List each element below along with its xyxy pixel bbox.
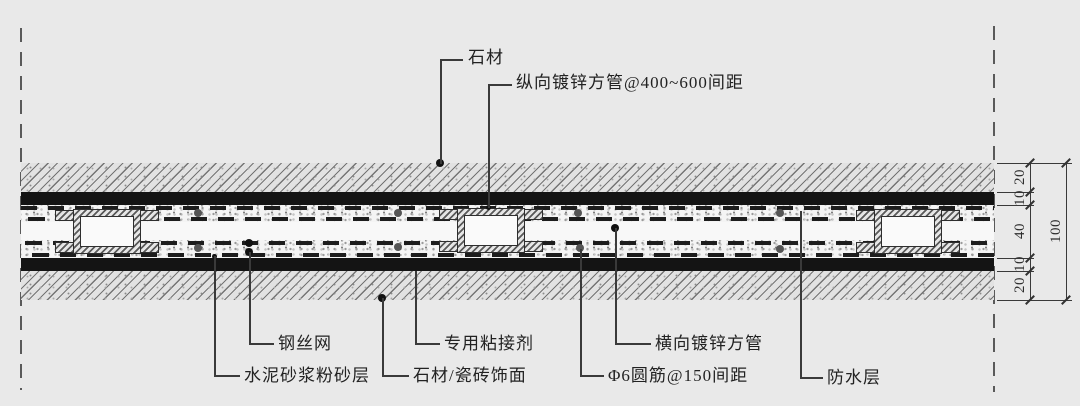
tube-flange [941,242,960,253]
dim-extension-line [997,205,1034,206]
dim-extension-line [997,258,1034,259]
label-stone: 石材 [468,48,504,67]
leader-line [615,343,651,345]
steel-bar-dot [576,244,584,252]
square-tube-bore [464,215,518,246]
leader-line [249,252,251,344]
steel-bar-dot [394,209,402,217]
tube-flange [856,210,875,221]
break-line-right [993,26,995,392]
dim-extension-line [997,271,1034,272]
tube-flange [524,209,543,220]
square-tube-section [457,208,525,253]
label-wire-mesh: 钢丝网 [278,334,332,353]
tube-flange [524,241,543,252]
tube-flange [55,242,74,253]
steel-bar-dot [194,244,202,252]
square-tube-bore [881,216,935,247]
leader-dot [245,239,253,247]
label-longitudinal-tube: 纵向镀锌方管@400~600间距 [516,73,744,92]
tube-flange [140,210,159,221]
label-adhesive: 专用粘接剂 [444,334,534,353]
square-tube-bore [80,216,134,247]
leader-line [440,59,463,61]
leader-line [488,84,512,86]
leader-line [415,271,417,344]
dim-extension-line [997,300,1072,301]
dim-line-total [1066,163,1067,300]
leader-line [488,84,490,208]
stone-finish-layer-bottom [21,271,994,300]
dim-extension-line [997,192,1034,193]
leader-line [800,377,823,379]
leader-line [580,375,604,377]
dim-extension-line [997,163,1072,164]
label-waterproof: 防水层 [827,368,881,387]
leader-line [214,375,240,377]
steel-bar-dot [394,243,402,251]
leader-line [382,375,409,377]
tube-flange [140,242,159,253]
tube-flange [941,210,960,221]
tube-flange [55,210,74,221]
dim-line-segments [1030,163,1031,300]
tube-flange [439,209,458,220]
tube-flange [439,241,458,252]
wire-mesh-dashes [21,253,994,257]
leader-line [440,59,442,164]
steel-bar-dot [776,245,784,253]
leader-line [415,343,440,345]
label-round-bar: Φ6圆筋@150间距 [608,366,749,385]
leader-line [214,256,216,376]
steel-bar-dot [194,209,202,217]
leader-line [249,343,274,345]
leader-line [800,211,802,378]
adhesive-band-top [21,192,994,205]
steel-bar-dot [776,209,784,217]
square-tube-section [874,209,942,254]
leader-line [615,228,617,344]
leader-line [382,298,384,376]
adhesive-band-bottom [21,258,994,271]
dim-value: 20 [1011,277,1028,293]
square-tube-section [73,209,141,254]
tube-flange [856,242,875,253]
label-transverse-tube: 横向镀锌方管 [655,334,763,353]
label-cement-mortar: 水泥砂浆粉砂层 [244,366,370,385]
label-stone-tile-finish: 石材/瓷砖饰面 [413,366,527,385]
leader-line [580,249,582,376]
dim-value-total: 100 [1047,219,1064,243]
steel-bar-dot [574,209,582,217]
stone-finish-layer-top [21,163,994,192]
